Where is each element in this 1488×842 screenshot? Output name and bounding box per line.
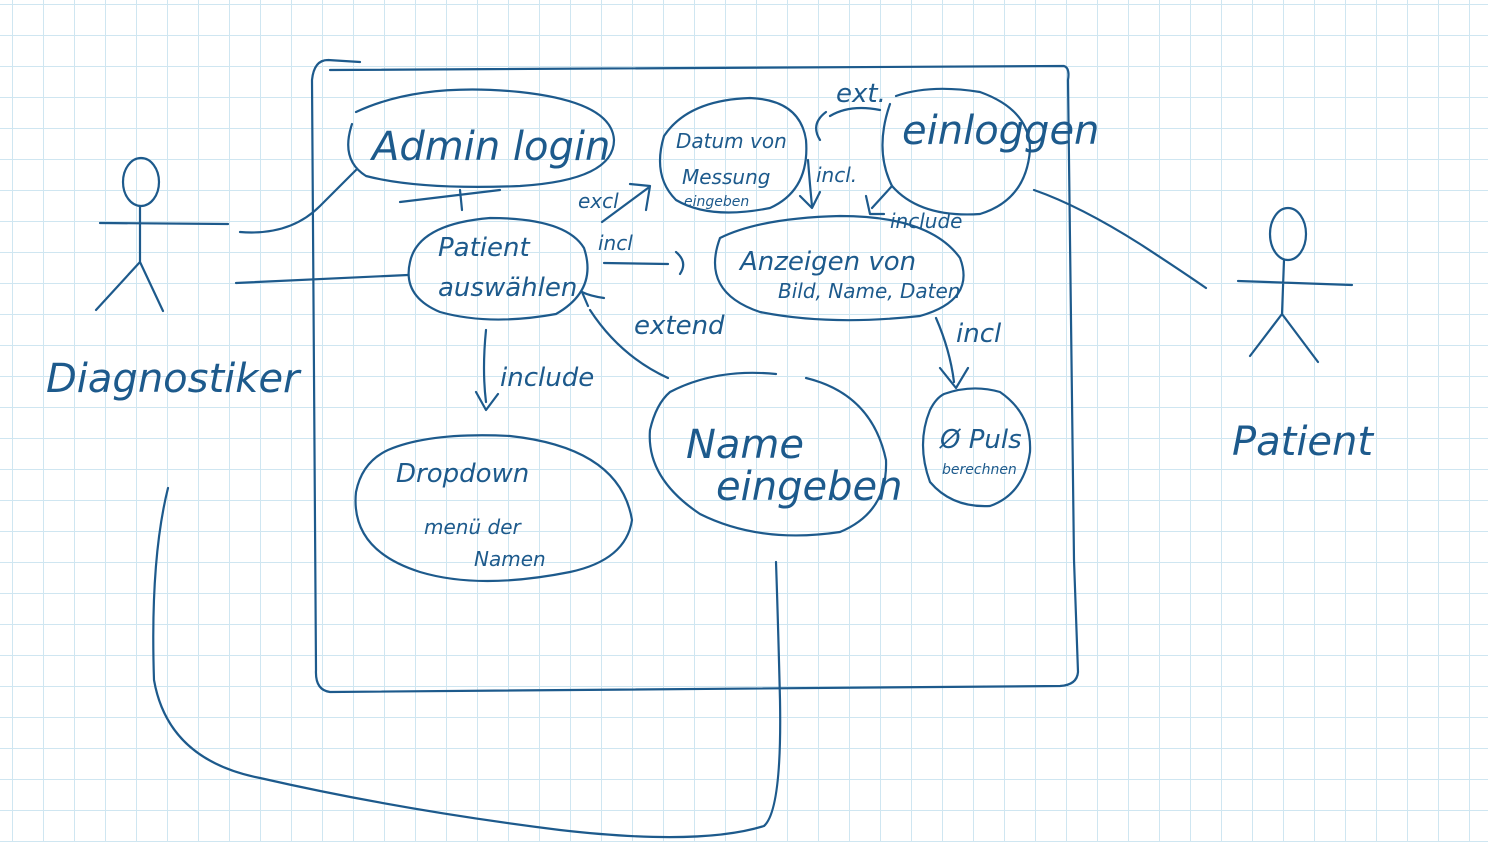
usecase-puls-berechnen: [921, 387, 1032, 508]
actor-label-diagnostiker: Diagnostiker: [46, 356, 302, 402]
usecase-label-anzeigen-line2: Bild, Name, Daten: [778, 279, 960, 303]
relation-arrow-include-einloggen: [864, 184, 894, 216]
relation-arrow-incl-patient: [602, 250, 685, 276]
relation-label-incl-puls: incl: [956, 319, 1002, 349]
association-diagnostiker-patient-auswaehlen: [234, 273, 410, 285]
usecase-label-einloggen: einloggen: [902, 108, 1099, 154]
relation-label-extend: extend: [634, 311, 725, 341]
association-diagnostiker-admin-login: [238, 168, 358, 234]
relation-label-incl-datum: incl.: [816, 163, 857, 187]
usecase-label-dropdown-line3: Namen: [474, 547, 546, 571]
association-diagnostiker-name-eingeben: [152, 486, 782, 839]
usecase-name-eingeben: [648, 371, 888, 537]
relation-arrow-extend: [580, 290, 670, 380]
relation-arrow-incl-puls: [934, 316, 970, 390]
usecase-label-dropdown-line2: menü der: [424, 515, 522, 539]
relation-arrow-ext: [815, 106, 882, 142]
relation-label-excl: excl: [578, 189, 619, 213]
relation-arrow-excl: [600, 182, 652, 224]
relation-admin-patient: [398, 188, 502, 212]
usecase-label-datum-line2: Messung: [682, 165, 770, 189]
usecase-admin-login: [347, 88, 616, 188]
system-boundary: [310, 58, 1080, 694]
usecase-label-name-line1: Name: [686, 422, 804, 468]
usecase-einloggen: [881, 87, 1032, 216]
usecase-dropdown: [354, 434, 634, 583]
relation-arrow-include-dropdown: [474, 328, 500, 412]
usecase-label-name-line2: eingeben: [716, 464, 902, 510]
usecase-anzeigen: [713, 214, 965, 322]
actor-label-patient: Patient: [1232, 419, 1374, 465]
usecase-label-anzeigen-line1: Anzeigen von: [738, 247, 916, 277]
association-patient-einloggen: [1032, 188, 1208, 290]
relation-label-ext: ext.: [836, 79, 886, 109]
relation-label-include-einloggen: include: [890, 209, 962, 233]
actor-diagnostiker: [94, 156, 230, 313]
usecase-datum-eingeben: [658, 96, 808, 214]
usecase-label-admin-login: Admin login: [369, 124, 610, 170]
usecase-patient-auswaehlen: [407, 216, 589, 321]
actor-patient: [1236, 206, 1354, 364]
usecase-label-datum-line3: eingeben: [684, 194, 749, 210]
usecase-label-puls-line1: Ø Puls: [939, 425, 1022, 455]
usecase-label-datum-line1: Datum von: [676, 129, 787, 153]
relation-arrow-incl-datum: [798, 158, 822, 210]
usecase-label-patient-line1: Patient: [438, 233, 531, 263]
usecase-label-patient-line2: auswählen: [438, 273, 577, 303]
relation-label-include-dropdown: include: [500, 363, 594, 393]
usecase-label-puls-line2: berechnen: [942, 462, 1017, 478]
usecase-label-dropdown-line1: Dropdown: [396, 459, 529, 489]
relation-label-incl-patient: incl: [598, 231, 633, 255]
